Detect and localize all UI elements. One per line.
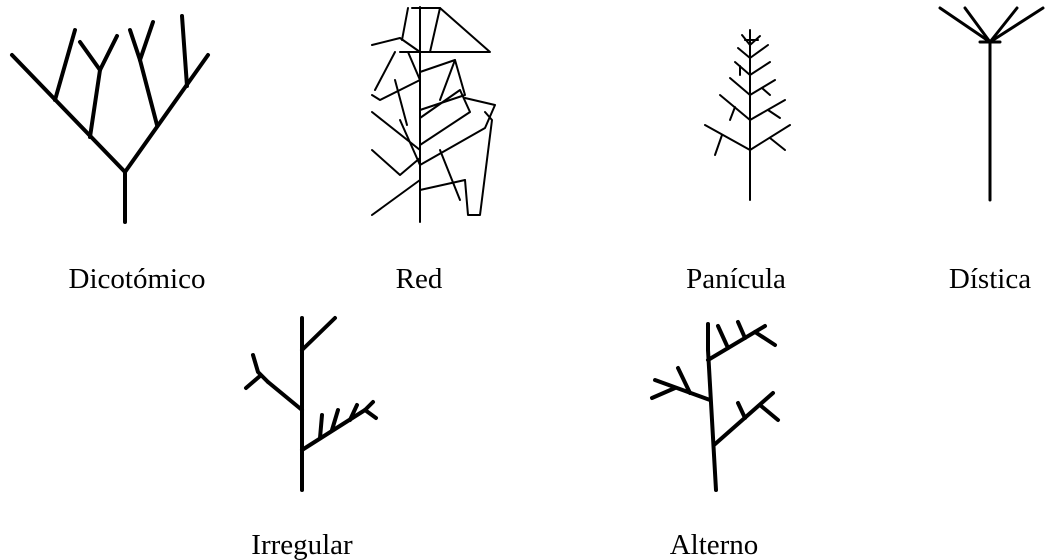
alternate-branching-drawing [652, 322, 778, 490]
reticulate-label: Red [396, 265, 443, 294]
irregular-branching-drawing [246, 318, 376, 490]
panicle-branching-drawing [705, 30, 790, 200]
reticulate-branching-drawing [372, 7, 495, 222]
dichotomous-branching-drawing [12, 16, 208, 222]
alternate-label: Alterno [670, 531, 759, 560]
distichous-branching-drawing [940, 8, 1043, 200]
dichotomous-label: Dicotómico [69, 265, 206, 294]
panicle-label: Panícula [686, 265, 786, 294]
irregular-label: Irregular [251, 531, 352, 560]
distichous-label: Dística [949, 265, 1031, 294]
